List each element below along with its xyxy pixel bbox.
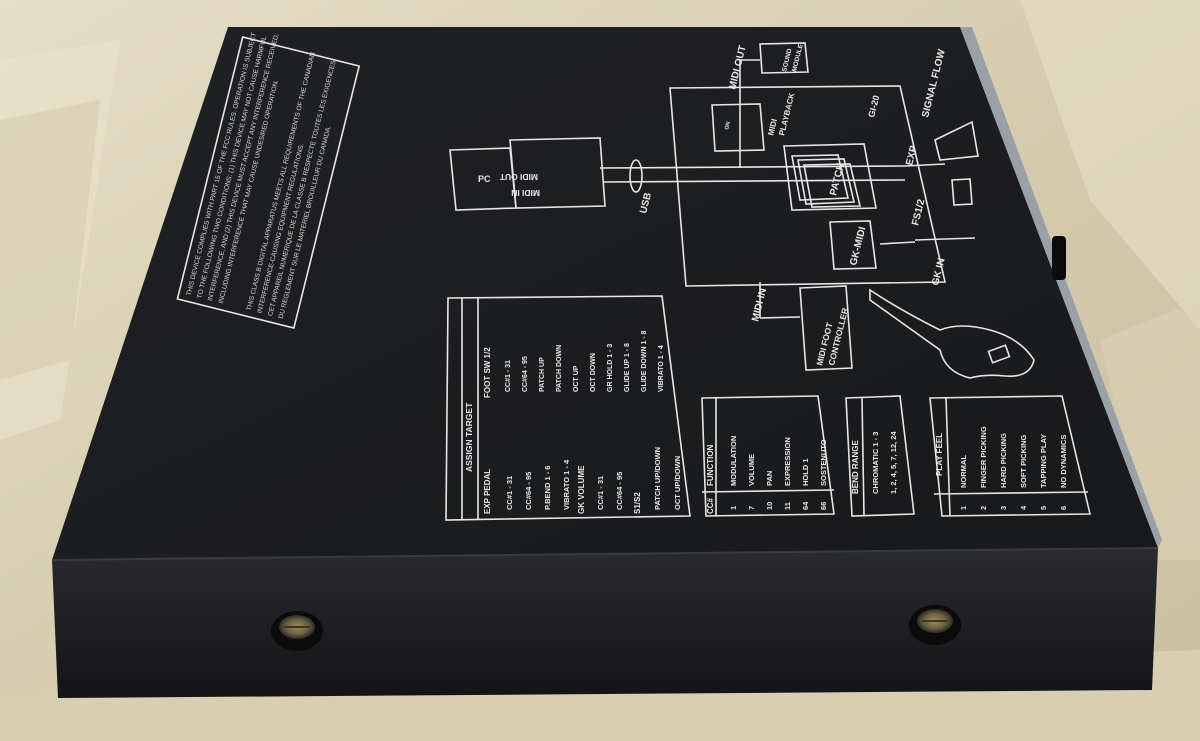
svg-text:VOLUME: VOLUME	[747, 454, 756, 486]
svg-text:CC#64 - 95: CC#64 - 95	[522, 356, 529, 392]
svg-text:CC#1 - 31: CC#1 - 31	[596, 476, 605, 510]
svg-text:MIDI IN: MIDI IN	[511, 188, 540, 198]
svg-text:11: 11	[783, 502, 792, 510]
svg-text:PC: PC	[478, 174, 491, 184]
bend-range-table: BEND RANGE CHROMATIC 1 - 3 1, 2, 4, 5, 7…	[845, 395, 915, 517]
screw-left	[271, 611, 323, 651]
svg-text:GLIDE DOWN 1 - 8: GLIDE DOWN 1 - 8	[641, 330, 648, 392]
svg-text:10: 10	[765, 502, 774, 510]
svg-text:SOFT PICKING: SOFT PICKING	[1019, 434, 1028, 488]
svg-text:EXP: EXP	[904, 144, 920, 166]
svg-text:ON: ON	[724, 121, 732, 130]
svg-text:PATCH UP: PATCH UP	[539, 357, 546, 392]
screw-right	[909, 605, 961, 645]
play-feel-table: PLAY FEEL 1 NORMAL 2 FINGER PICKING 3 HA…	[929, 395, 1092, 517]
assign-target-table: ASSIGN TARGET EXP PEDAL FOOT SW 1/2 CC#1…	[445, 295, 691, 521]
svg-text:FINGER PICKING: FINGER PICKING	[979, 426, 988, 488]
svg-text:3: 3	[999, 506, 1008, 510]
svg-text:1, 2, 4, 5, 7, 12, 24: 1, 2, 4, 5, 7, 12, 24	[889, 431, 898, 494]
device-front-face	[52, 548, 1158, 698]
svg-text:5: 5	[1039, 506, 1048, 510]
svg-text:VIBRATO 1 - 4: VIBRATO 1 - 4	[658, 345, 665, 392]
svg-text:PATCH UP/DOWN: PATCH UP/DOWN	[653, 447, 662, 510]
svg-text:PLAY FEEL: PLAY FEEL	[935, 433, 944, 476]
svg-text:CC#: CC#	[706, 497, 715, 514]
svg-text:HARD PICKING: HARD PICKING	[999, 433, 1008, 488]
cc-function-table: CC# FUNCTION 1 MODULATION 7 VOLUME 10 PA…	[701, 395, 835, 517]
foot-sw-items: CC#1 - 31 CC#64 - 95 PATCH UP PATCH DOWN…	[505, 330, 665, 392]
svg-text:P.BEND 1 - 6: P.BEND 1 - 6	[543, 466, 552, 510]
svg-text:FUNCTION: FUNCTION	[706, 444, 715, 486]
svg-text:1: 1	[959, 506, 968, 510]
svg-text:PATCH DOWN: PATCH DOWN	[556, 345, 563, 392]
svg-text:HOLD 1: HOLD 1	[801, 458, 810, 486]
device-top-panel	[52, 27, 1158, 560]
exp-pedal-items: CC#1 - 31 CC#64 - 95 P.BEND 1 - 6 VIBRAT…	[505, 447, 682, 514]
svg-text:CHROMATIC 1 - 3: CHROMATIC 1 - 3	[871, 432, 880, 494]
svg-text:PAN: PAN	[765, 471, 774, 486]
svg-text:S1/S2: S1/S2	[633, 492, 642, 514]
svg-text:CC#64 - 95: CC#64 - 95	[615, 472, 624, 510]
svg-text:NO DYNAMICS: NO DYNAMICS	[1059, 435, 1068, 488]
svg-text:1: 1	[729, 506, 738, 510]
svg-text:CC#1 - 31: CC#1 - 31	[505, 360, 512, 392]
svg-text:GR HOLD 1 - 3: GR HOLD 1 - 3	[607, 344, 614, 392]
svg-text:GLIDE UP 1 - 8: GLIDE UP 1 - 8	[624, 343, 631, 392]
svg-text:NORMAL: NORMAL	[959, 455, 968, 488]
svg-text:OCT UP/DOWN: OCT UP/DOWN	[673, 456, 682, 510]
svg-text:4: 4	[1019, 505, 1028, 510]
svg-text:MIDI OUT: MIDI OUT	[499, 172, 538, 182]
svg-text:ASSIGN TARGET: ASSIGN TARGET	[464, 402, 474, 472]
svg-text:MODULATION: MODULATION	[729, 436, 738, 486]
svg-text:USB: USB	[638, 192, 654, 215]
svg-text:6: 6	[1059, 506, 1068, 510]
svg-text:EXP PEDAL: EXP PEDAL	[483, 469, 492, 514]
svg-text:GK VOLUME: GK VOLUME	[577, 465, 586, 514]
svg-text:64: 64	[801, 501, 810, 510]
svg-text:OCT DOWN: OCT DOWN	[590, 353, 597, 392]
svg-text:MIDI: MIDI	[766, 118, 779, 137]
svg-text:SOSTENUTO: SOSTENUTO	[819, 439, 828, 486]
signal-flow-diagram: SIGNAL FLOW GI-20 PC MIDI OUT MIDI IN US…	[449, 42, 1035, 379]
device-side-edge	[960, 27, 1162, 548]
svg-text:CC#1 - 31: CC#1 - 31	[505, 476, 514, 510]
svg-text:VIBRATO 1 - 4: VIBRATO 1 - 4	[562, 459, 571, 510]
svg-text:TAPPING PLAY: TAPPING PLAY	[1039, 434, 1048, 488]
svg-text:CC#64 - 95: CC#64 - 95	[524, 472, 533, 510]
svg-text:FOOT SW 1/2: FOOT SW 1/2	[483, 347, 492, 398]
svg-text:7: 7	[747, 506, 756, 510]
side-knob	[1052, 236, 1066, 280]
svg-text:OCT UP: OCT UP	[573, 365, 580, 392]
svg-text:2: 2	[979, 506, 988, 510]
svg-text:BEND RANGE: BEND RANGE	[851, 440, 860, 494]
svg-text:EXPRESSION: EXPRESSION	[783, 437, 792, 486]
svg-text:66: 66	[819, 502, 828, 510]
